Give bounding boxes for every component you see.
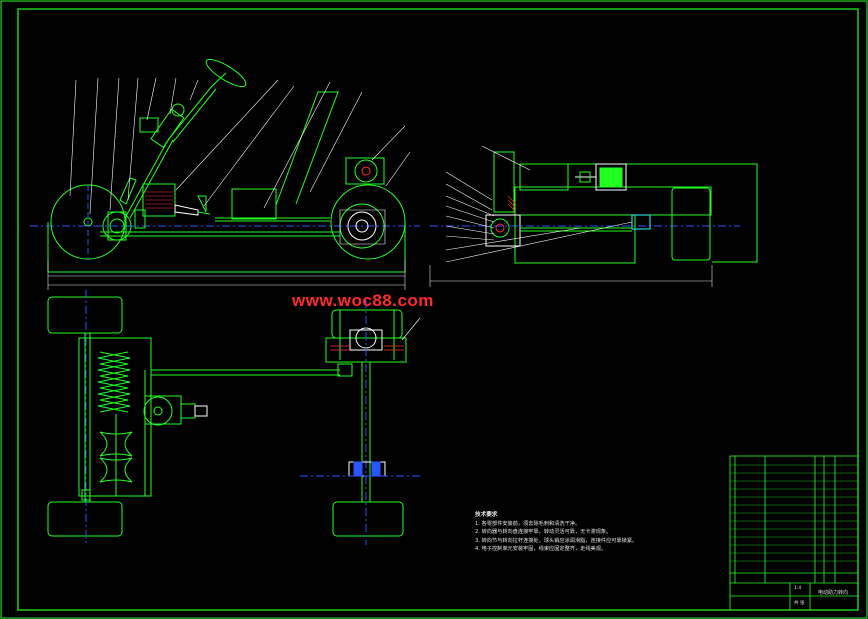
requirement-item: 4. 电子控制单元安装牢固，线束应固定整齐，走线美观。	[475, 546, 607, 553]
site-watermark: www.woc88.com	[292, 291, 434, 310]
front-knuckle	[102, 211, 132, 241]
rack-bellows-icon	[97, 351, 131, 413]
drawing-frame-inner	[17, 8, 859, 611]
technical-requirements: 技术要求 1. 各零部件安装前，须去除毛刺和清洗干净。 2. 转向器与转向盘连接…	[475, 511, 637, 554]
title-block-rows	[730, 464, 858, 562]
title-block-sheet: 共 张	[794, 601, 805, 606]
front-wheel-icon	[50, 184, 126, 260]
title-block-scale: 1:4	[794, 586, 802, 591]
wheel-icon	[332, 501, 404, 537]
steering-wheel-icon	[205, 58, 247, 88]
title-block	[729, 455, 859, 611]
rear-wheel-icon	[330, 184, 406, 260]
technical-requirements-title: 技术要求	[475, 512, 498, 518]
electric-motor-icon	[143, 395, 208, 426]
plan-view	[47, 290, 404, 545]
requirement-item: 2. 转向器与转向盘连接牢靠，转动灵活可靠，无卡滞现象。	[475, 529, 612, 536]
requirement-item: 1. 各零部件安装前，须去除毛刺和清洗干净。	[475, 520, 581, 527]
steering-column	[124, 85, 217, 219]
requirement-item: 3. 转向节与转向拉杆连接处，球头销应涂润滑脂，连接件应可靠锁紧。	[475, 537, 638, 544]
rack-bellows-icon	[99, 414, 133, 496]
side-view	[30, 58, 420, 290]
title-block-drawing-title: 电动助力转向	[818, 590, 849, 596]
top-view	[429, 145, 758, 287]
rear-axle-view	[300, 300, 421, 545]
top-motor-icon	[575, 163, 627, 191]
rear-motor-icon	[345, 157, 385, 185]
